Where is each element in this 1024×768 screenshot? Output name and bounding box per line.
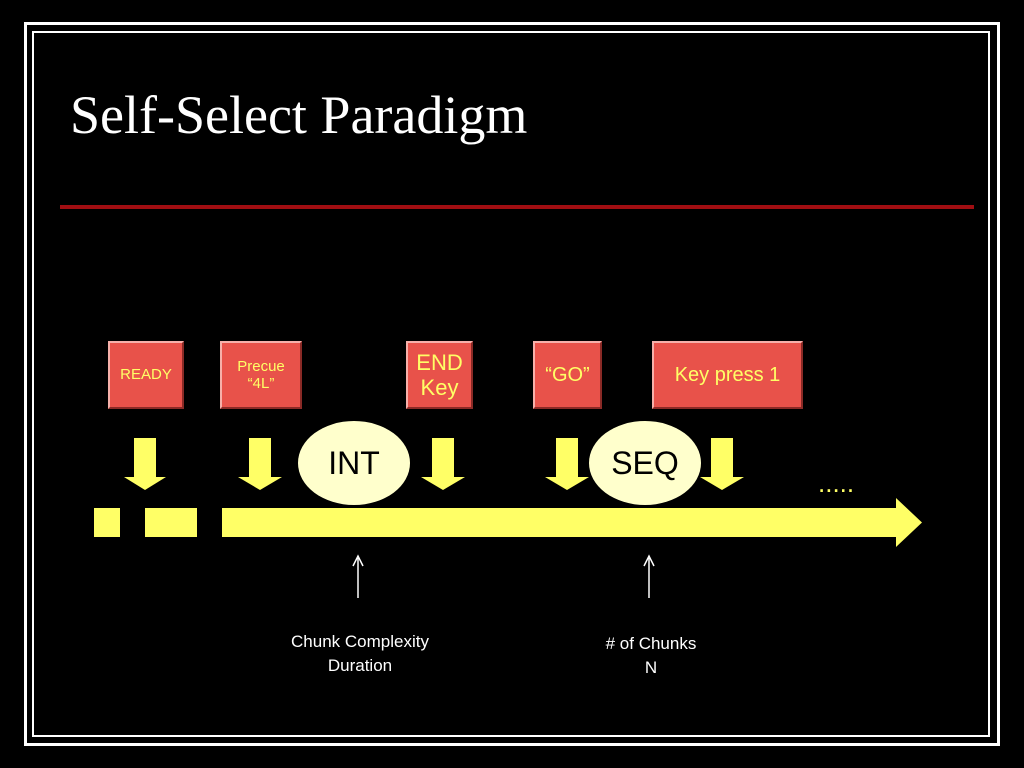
slide-inner-border — [32, 31, 990, 737]
interval-seq: SEQ — [589, 421, 701, 505]
continuation-dots: ..... — [818, 468, 855, 498]
slide-title: Self-Select Paradigm — [70, 85, 528, 145]
event-box-go: “GO” — [533, 341, 602, 409]
timeline-segment-2 — [145, 508, 197, 537]
caption-num-chunks: # of Chunks N — [605, 634, 697, 677]
title-divider — [60, 205, 974, 209]
down-arrow-key-press — [700, 438, 744, 490]
timeline-segment-1 — [94, 508, 120, 537]
down-arrow-end-key — [421, 438, 465, 490]
timeline-arrow — [222, 498, 922, 547]
event-box-end-key: END Key — [406, 341, 473, 409]
slide-outer-border — [24, 22, 1000, 746]
event-box-precue: Precue “4L” — [220, 341, 302, 409]
down-arrow-ready — [124, 438, 166, 490]
down-arrow-precue — [238, 438, 282, 490]
interval-int: INT — [298, 421, 410, 505]
event-box-ready: READY — [108, 341, 184, 409]
down-arrow-go — [545, 438, 589, 490]
caption-chunk-complexity: Chunk Complexity Duration — [291, 632, 429, 675]
event-box-key-press-1: Key press 1 — [652, 341, 803, 409]
